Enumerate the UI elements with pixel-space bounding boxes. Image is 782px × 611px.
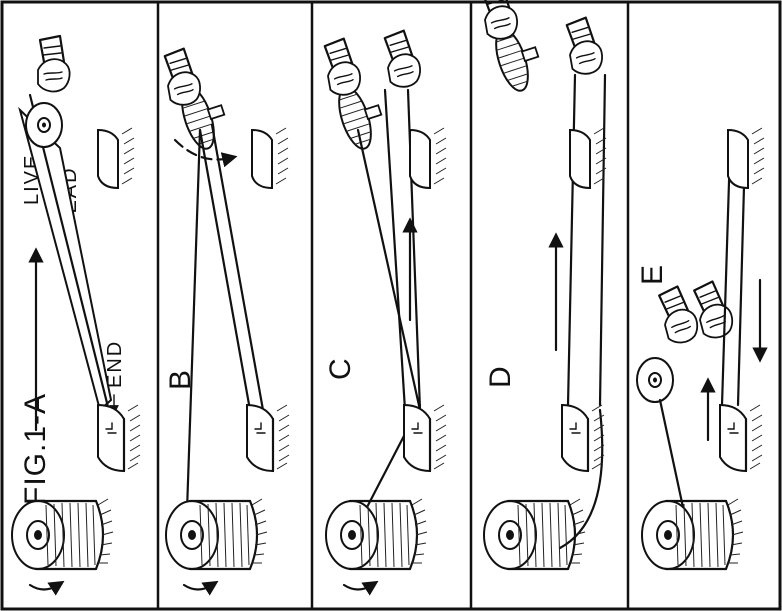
spool-rotation-arrow — [30, 585, 58, 590]
block-far — [98, 128, 134, 188]
hand-icon — [322, 37, 363, 97]
block-far — [252, 128, 288, 188]
block-near — [562, 405, 604, 471]
hand-icon — [691, 279, 736, 341]
panel-label-d: D — [484, 365, 517, 388]
warp-line-to-spool — [186, 130, 200, 540]
panel-c: C — [322, 29, 446, 589]
roll-small — [637, 358, 673, 402]
warp-loop — [568, 75, 605, 405]
roll-top — [26, 103, 62, 147]
spool-rotation-arrow — [184, 585, 212, 590]
block-near — [98, 405, 140, 471]
panel-label-c: C — [324, 357, 357, 380]
block-far — [410, 128, 446, 188]
block-far — [728, 128, 764, 188]
spool-icon — [12, 499, 113, 569]
panel-b: B — [162, 47, 289, 589]
hand-icon — [38, 36, 70, 91]
panel-d: D — [479, 0, 606, 569]
block-far — [570, 128, 606, 188]
block-near — [404, 405, 446, 471]
block-near — [247, 405, 289, 471]
hand-icon — [564, 16, 605, 76]
spool-icon — [484, 499, 585, 569]
spool-icon — [326, 499, 427, 569]
panel-e: E — [636, 128, 764, 569]
spool-rotation-arrow — [344, 585, 372, 590]
panel-label-e: E — [636, 264, 669, 285]
panel-a: FIG.1-A LIVE DEAD END — [12, 36, 140, 590]
hand-icon — [162, 47, 203, 107]
spool-icon — [642, 499, 743, 569]
hand-icon — [382, 29, 423, 89]
spool-icon — [166, 499, 267, 569]
block-near — [720, 405, 762, 471]
